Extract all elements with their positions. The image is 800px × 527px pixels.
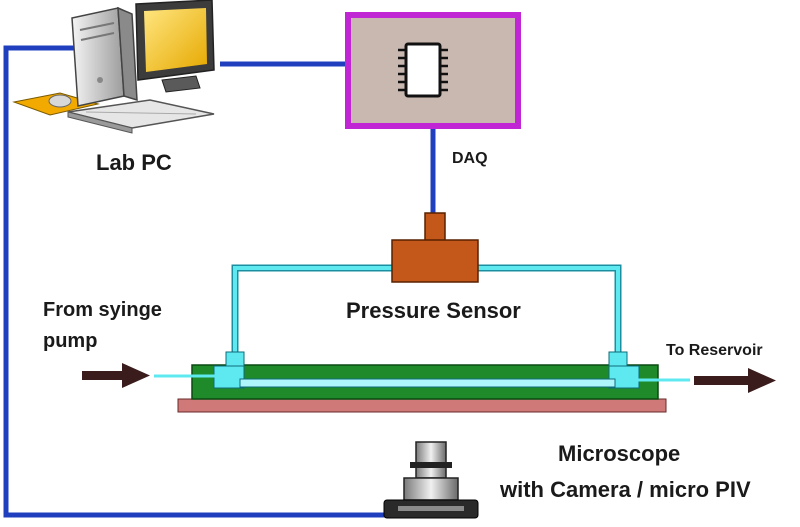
base-plate <box>177 398 667 413</box>
inlet-arrow <box>82 363 150 388</box>
to-reservoir-label: To Reservoir <box>666 342 763 359</box>
wire-pc-to-microscope <box>3 45 392 518</box>
signal-wires <box>3 45 436 518</box>
from-syringe-label-line2: pump <box>43 330 97 352</box>
microscope-label-line2: with Camera / micro PIV <box>499 477 751 502</box>
daq-label: DAQ <box>452 150 488 167</box>
outlet-arrow <box>694 368 776 393</box>
microchannel <box>154 351 690 389</box>
microscope-label-line1: Microscope <box>558 441 680 466</box>
desktop-computer-icon <box>12 0 215 134</box>
from-syringe-label-line1: From syinge <box>43 299 162 321</box>
lab-pc-label: Lab PC <box>96 150 172 175</box>
pressure-sensor <box>391 212 479 283</box>
main-channel <box>239 378 616 388</box>
microchip-icon <box>398 42 448 98</box>
daq-box <box>345 12 521 129</box>
microscope-objective-icon <box>383 441 479 519</box>
outlet-fitting <box>608 351 628 367</box>
inlet-fitting <box>225 351 245 367</box>
pressure-sensor-label: Pressure Sensor <box>346 298 521 323</box>
